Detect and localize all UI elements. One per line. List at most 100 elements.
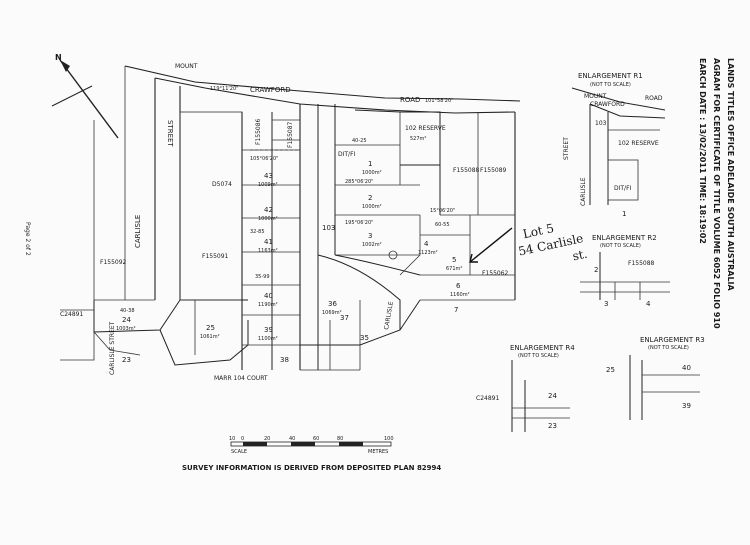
enlargement-r1-scale: (NOT TO SCALE) xyxy=(590,82,631,88)
distance-label: 40-25 xyxy=(352,138,367,144)
annotation-line-1: Lot 5 xyxy=(522,221,556,241)
enlargement-r3-scale: (NOT TO SCALE) xyxy=(648,345,689,351)
scale-tick: 80 xyxy=(337,436,343,442)
enlargement-r2-scale: (NOT TO SCALE) xyxy=(600,243,641,249)
scale-tick: 10 xyxy=(229,436,235,442)
road-label-mount: MOUNT xyxy=(175,63,198,70)
lot-2: 2 xyxy=(368,194,372,202)
header-block: LANDS TITLES OFFICE ADELAIDE SOUTH AUSTR… xyxy=(698,58,735,329)
survey-footer: SURVEY INFORMATION IS DERIVED FROM DEPOS… xyxy=(182,464,441,472)
lot-24: 24 xyxy=(122,316,131,324)
scale-label: SCALE xyxy=(231,449,247,455)
lot-41: 41 xyxy=(264,238,273,246)
enlargement-r2-lot-3: 3 xyxy=(604,300,608,308)
parcel-lot-103: 103 xyxy=(322,224,335,232)
main-plan xyxy=(60,65,521,371)
lot-40-area: 1190m² xyxy=(258,302,278,308)
parcel-d5074: D5074 xyxy=(212,181,232,188)
enlargement-r1-street: STREET xyxy=(563,137,570,160)
lot-7: 7 xyxy=(454,306,458,314)
distance-label: 32-85 xyxy=(250,229,265,235)
parcel-dit-fi: DIT/FI xyxy=(338,151,356,158)
scale-units: METRES xyxy=(368,449,388,455)
lot-42-area: 1000m² xyxy=(258,216,278,222)
lot-4: 4 xyxy=(424,240,429,248)
lot-36-area: 1069m² xyxy=(322,310,342,316)
lot-4-area: 1123m² xyxy=(418,250,438,256)
parcel-f155092: F155092 xyxy=(100,259,127,266)
road-label-carlisle-lower: CARLISLE xyxy=(383,301,395,331)
lot-2-area: 1000m² xyxy=(362,204,382,210)
road-labels: MOUNT CRAWFORD ROAD CARLISLE STREET MARR… xyxy=(109,63,420,382)
parcel-f155086: F155086 xyxy=(255,118,262,145)
bearing-label: 15°06'20" xyxy=(430,208,455,214)
parcel-f155087: F155087 xyxy=(287,121,294,148)
lot-42: 42 xyxy=(264,206,273,214)
scale-tick: 0 xyxy=(241,436,244,442)
enlargement-r1-mount: MOUNT xyxy=(584,93,607,100)
enlargement-r1-road: ROAD xyxy=(645,95,663,102)
enlargement-r3-lot-39: 39 xyxy=(682,402,691,410)
enlargement-r2-lot-4: 4 xyxy=(646,300,651,308)
road-label-street: STREET xyxy=(166,120,174,147)
enlargement-r1-dit: DIT/FI xyxy=(614,185,632,192)
enlargement-r1-carlisle: CARLISLE xyxy=(580,177,587,206)
lot-36: 36 xyxy=(328,300,337,308)
enlargement-r2-title: ENLARGEMENT R2 xyxy=(592,234,657,242)
enlargement-r2-lot-2: 2 xyxy=(594,266,598,274)
scale-tick: 100 xyxy=(384,436,394,442)
road-label-road: ROAD xyxy=(400,96,420,104)
parcel-reserve: 102 RESERVE xyxy=(405,125,446,132)
enlargement-r4: ENLARGEMENT R4 (NOT TO SCALE) C24891 24 … xyxy=(476,344,575,432)
handwritten-annotation: Lot 5 54 Carlisle st. xyxy=(469,221,589,264)
header-line-3: EARCH DATE : 13/02/2011 TIME: 18:19:02 xyxy=(698,58,707,244)
annotation-line-3: st. xyxy=(571,247,588,264)
enlargement-r1-title: ENLARGEMENT R1 xyxy=(578,72,643,80)
north-arrow: N xyxy=(51,53,119,139)
scale-tick: 20 xyxy=(264,436,270,442)
lot-40: 40 xyxy=(264,292,273,300)
road-label-marr-court: MARR 104 COURT xyxy=(214,375,268,382)
lot-1-area: 1000m² xyxy=(362,170,382,176)
lot-24-area: 1003m² xyxy=(116,326,136,332)
lot-39: 39 xyxy=(264,326,273,334)
enlargement-r1-crawford: CRAWFORD xyxy=(590,101,625,108)
lot-6: 6 xyxy=(456,282,461,290)
lot-5: 5 xyxy=(452,256,456,264)
lot-25-area: 1061m² xyxy=(200,334,220,340)
enlargement-r2-f155088: F155088 xyxy=(628,260,655,267)
lot-25: 25 xyxy=(206,324,215,332)
enlargement-r1-lot-1: 1 xyxy=(622,210,626,218)
scale-tick: 40 xyxy=(289,436,295,442)
enlargement-r3-lot-25: 25 xyxy=(606,366,615,374)
enlargement-r3-lot-40: 40 xyxy=(682,364,691,372)
page-note-text: Page 2 of 2 xyxy=(24,222,31,256)
lot-35: 35 xyxy=(360,334,369,342)
bearing-label: 119°11'20" xyxy=(210,86,238,92)
lot-6-area: 1160m² xyxy=(450,292,470,298)
lot-3-area: 1002m² xyxy=(362,242,382,248)
scale-tick: 60 xyxy=(313,436,319,442)
enlargement-r4-title: ENLARGEMENT R4 xyxy=(510,344,575,352)
lot-1: 1 xyxy=(368,160,372,168)
distance-label: 60-55 xyxy=(435,222,450,228)
road-label-carlisle: CARLISLE xyxy=(134,215,142,248)
enlargement-r4-lot-23: 23 xyxy=(548,422,557,430)
lot-37: 37 xyxy=(340,314,349,322)
page-note: Page 2 of 2 xyxy=(24,222,31,256)
bearing-label: 101°58'20" xyxy=(425,98,453,104)
enlargement-r4-lot-24: 24 xyxy=(548,392,557,400)
lot-23: 23 xyxy=(122,356,131,364)
distance-label: 40-38 xyxy=(120,308,135,314)
lot-5-area: 671m² xyxy=(446,266,462,272)
enlargement-r2: ENLARGEMENT R2 (NOT TO SCALE) F155088 2 … xyxy=(580,234,670,308)
bearing-label: 195°06'20" xyxy=(345,220,373,226)
bearing-label: 285°06'20" xyxy=(345,179,373,185)
lot-39-area: 1100m² xyxy=(258,336,278,342)
parcel-f155062: F155062 xyxy=(482,270,509,277)
header-line-2: AGRAM FOR CERTIFICATE OF TITLE VOLUME 60… xyxy=(712,58,721,329)
parcel-c24891: C24891 xyxy=(60,311,83,318)
enlargement-r3: ENLARGEMENT R3 (NOT TO SCALE) 25 40 39 xyxy=(606,336,705,420)
lot-38: 38 xyxy=(280,356,289,364)
